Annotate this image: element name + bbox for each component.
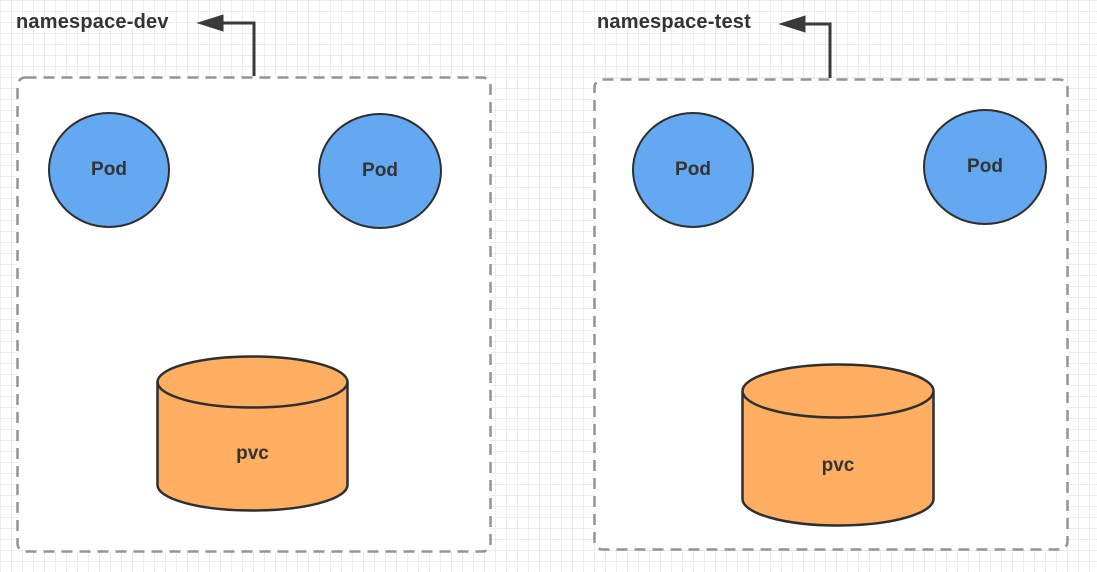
arrow-line xyxy=(222,21,256,76)
namespace-dev-label[interactable]: namespace-dev xyxy=(16,11,169,33)
pod-label: Pod xyxy=(967,156,1003,177)
pvc-label: pvc xyxy=(236,443,269,464)
arrow-head-icon xyxy=(196,14,224,32)
cylinder-shape xyxy=(156,355,349,512)
namespace-test-pvc[interactable]: pvc xyxy=(740,363,936,528)
namespace-dev-pvc[interactable]: pvc xyxy=(155,355,350,513)
pod-label: Pod xyxy=(362,160,398,181)
namespace-test-arrow[interactable] xyxy=(772,13,836,83)
pod-label: Pod xyxy=(91,159,127,180)
cylinder-shape xyxy=(741,363,935,527)
namespace-test-label[interactable]: namespace-test xyxy=(597,11,751,33)
namespace-test-pod-2[interactable]: Pod xyxy=(923,109,1047,225)
pod-label: Pod xyxy=(675,159,711,180)
namespace-test-pod-1[interactable]: Pod xyxy=(632,112,754,228)
pvc-label: pvc xyxy=(821,455,855,476)
namespace-dev-pod-1[interactable]: Pod xyxy=(48,112,170,228)
arrow-line xyxy=(804,22,832,78)
namespace-dev-arrow[interactable] xyxy=(190,12,262,80)
namespace-dev-pod-2[interactable]: Pod xyxy=(318,113,442,229)
arrow-head-icon xyxy=(778,15,806,33)
